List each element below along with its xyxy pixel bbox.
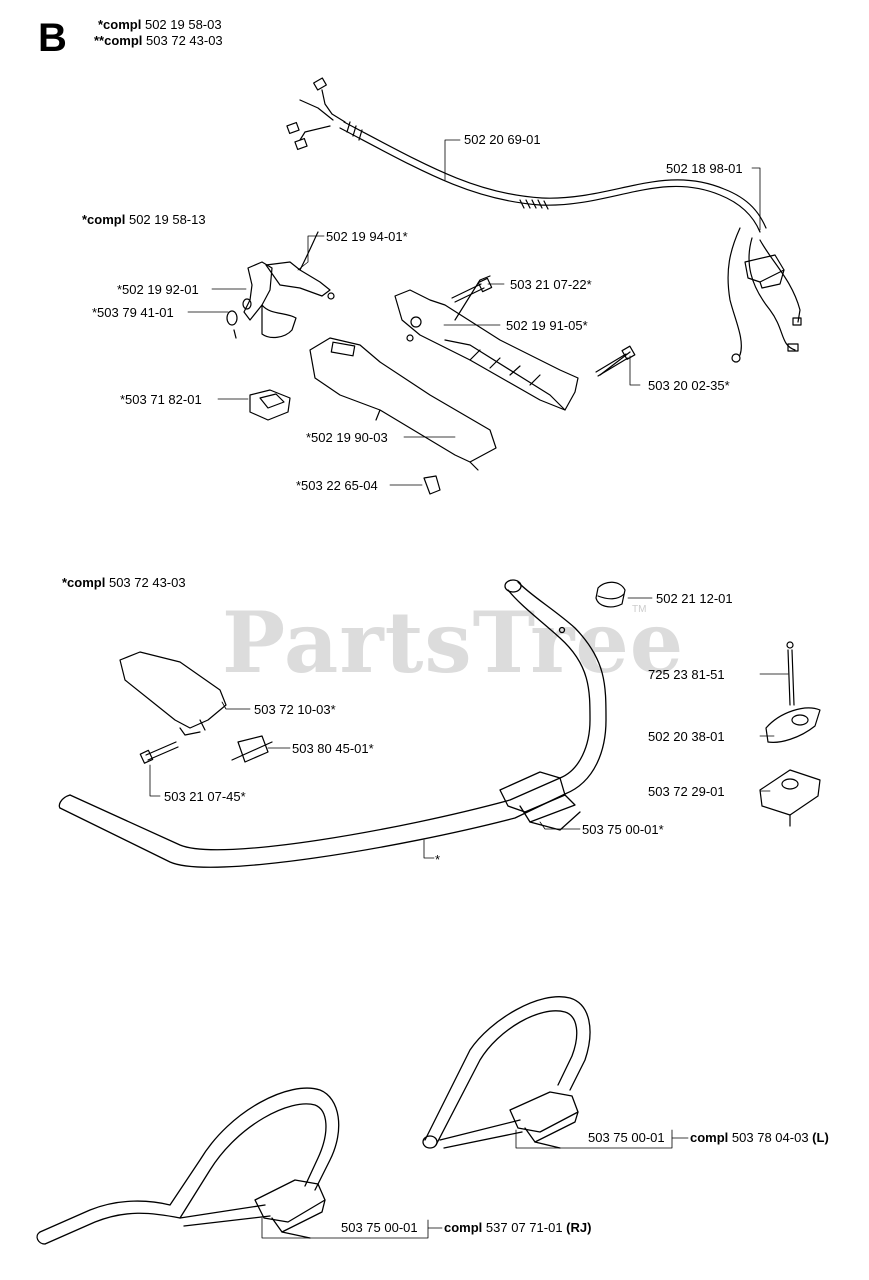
part-label-p20[interactable]: * [435,852,441,867]
kit-rj-value: 537 07 71-01 [485,1220,563,1235]
fasteners-drawing [250,278,635,494]
part-label-p21[interactable]: 503 75 00-01 [588,1130,665,1145]
header-line-2: **compl 503 72 43-03 [94,33,223,49]
header-line-1-prefix: *compl [98,17,142,32]
kit-label-l[interactable]: compl 503 78 04-03 (L) [690,1130,829,1145]
handle-kit-value: 502 19 58-13 [128,212,206,227]
header-line-1-value: 502 19 58-03 [144,17,222,32]
part-label-p15[interactable]: 502 20 38-01 [648,729,725,744]
throttle-trigger-drawing [227,232,334,338]
handlebar-kit-label: *compl 503 72 43-03 [62,575,186,590]
header-line-1: *compl 502 19 58-03 [98,17,222,33]
header-line-2-prefix: **compl [94,33,143,48]
part-label-p16[interactable]: 503 80 45-01* [292,741,374,756]
handle-halves-drawing [310,276,630,470]
part-label-p12[interactable]: 502 21 12-01 [656,591,733,606]
part-label-p6[interactable]: 503 21 07-22* [510,277,592,292]
part-label-p13[interactable]: 725 23 81-51 [648,667,725,682]
part-label-p9[interactable]: *503 71 82-01 [120,392,202,407]
handle-loop-l-drawing [423,997,590,1148]
kit-rj-prefix: compl [444,1220,483,1235]
section-letter: B [38,16,67,60]
leader-lines-lower [262,1130,688,1238]
part-label-p10[interactable]: *502 19 90-03 [306,430,388,445]
part-label-p19[interactable]: 503 75 00-01* [582,822,664,837]
header-line-2-value: 503 72 43-03 [146,33,223,48]
kit-label-rj[interactable]: compl 537 07 71-01 (RJ) [444,1220,591,1235]
kit-rj-suffix: (RJ) [566,1220,592,1235]
kit-l-prefix: compl [690,1130,729,1145]
handlebar-drawing [59,580,606,867]
wiring-harness-drawing [287,78,801,362]
watermark: PartsTree [222,593,685,692]
part-label-p22[interactable]: 503 75 00-01 [341,1220,418,1235]
handle-kit-label: *compl 502 19 58-13 [82,212,206,227]
part-label-p11[interactable]: *503 22 65-04 [296,478,378,493]
part-label-p14[interactable]: 503 72 10-03* [254,702,336,717]
handle-loop-rj-drawing [37,1088,339,1244]
part-label-p3[interactable]: 502 19 94-01* [326,229,408,244]
part-label-p4[interactable]: *502 19 92-01 [117,282,199,297]
part-label-p7[interactable]: 502 19 91-05* [506,318,588,333]
leader-lines-middle [150,598,788,858]
part-label-p17[interactable]: 503 72 29-01 [648,784,725,799]
kit-l-suffix: (L) [812,1130,829,1145]
handlebar-kit-prefix: *compl [62,575,106,590]
handlebar-kit-value: 503 72 43-03 [108,575,186,590]
handle-kit-prefix: *compl [82,212,126,227]
handlebar-parts-drawing [120,582,820,826]
leader-lines-upper [188,140,760,485]
kit-l-value: 503 78 04-03 [731,1130,809,1145]
part-label-p8[interactable]: 503 20 02-35* [648,378,730,393]
part-label-p2[interactable]: 502 18 98-01 [666,161,743,176]
watermark-tm: TM [632,604,647,615]
part-label-p1[interactable]: 502 20 69-01 [464,132,541,147]
part-label-p18[interactable]: 503 21 07-45* [164,789,246,804]
part-label-p5[interactable]: *503 79 41-01 [92,305,174,320]
